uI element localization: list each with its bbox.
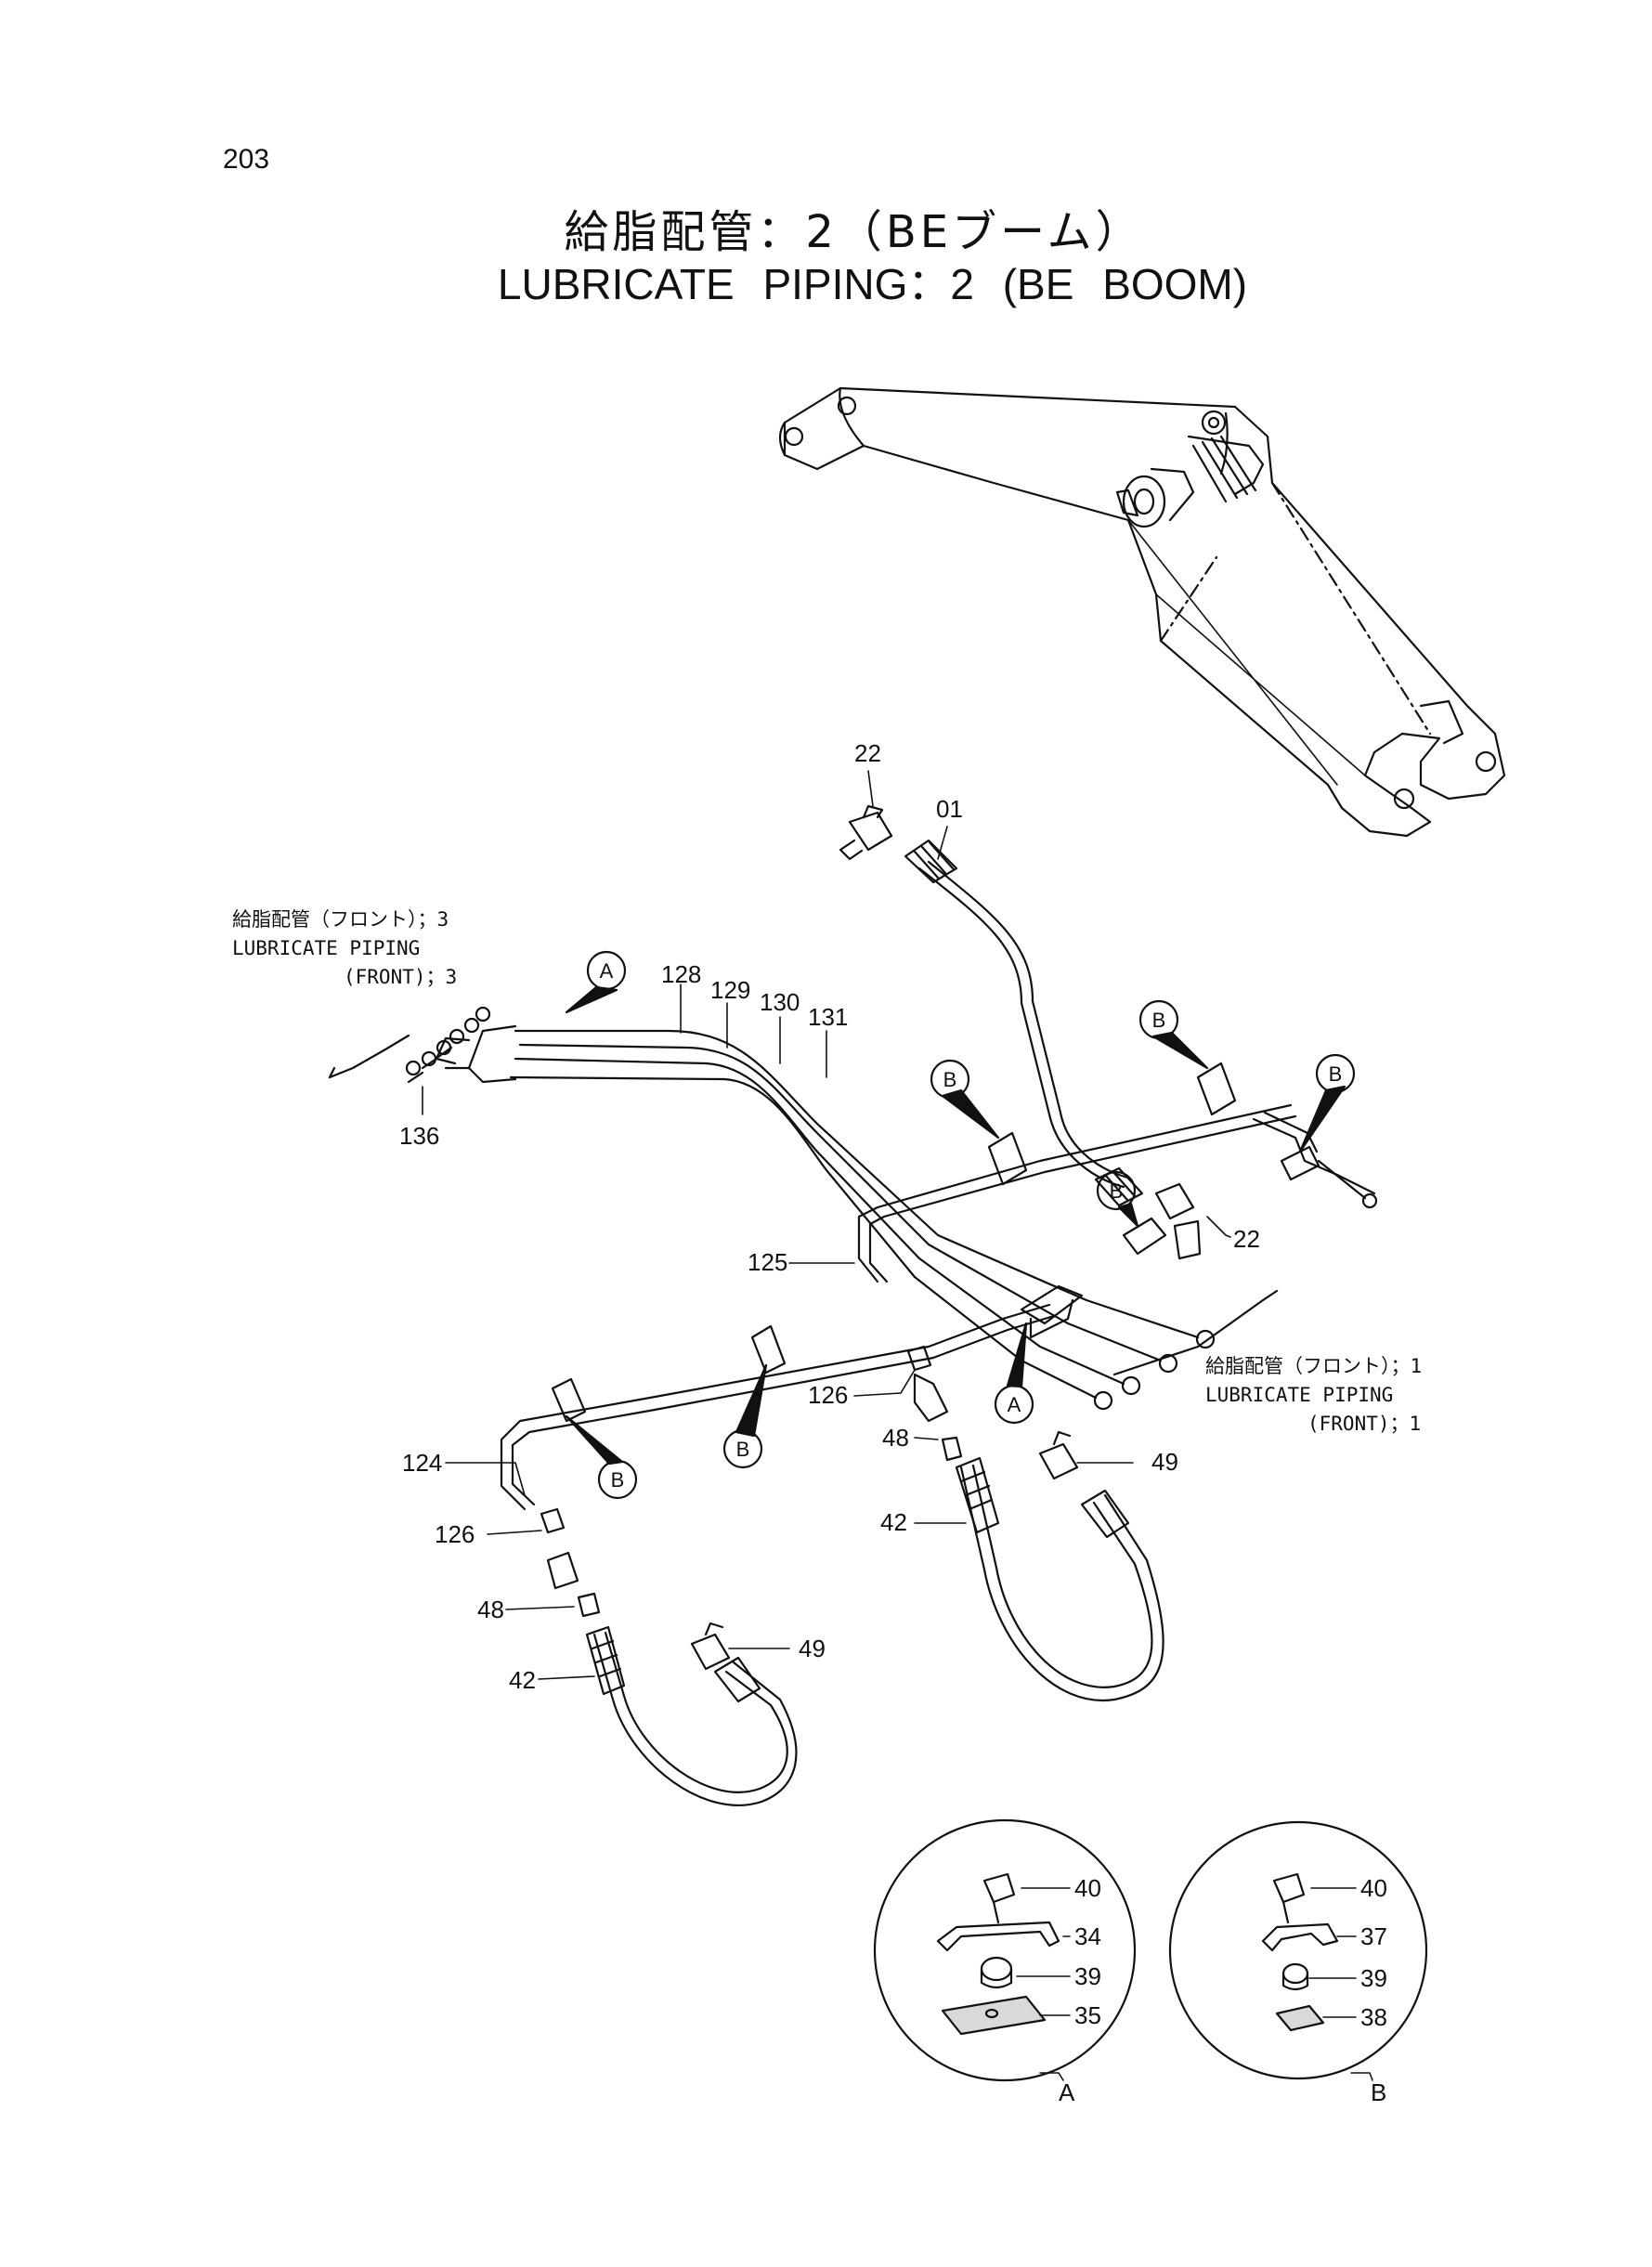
callout-49-right: 49	[1151, 1448, 1178, 1476]
marker-b-upper-right-label: B	[1152, 1009, 1166, 1032]
hose-42-left	[585, 1625, 798, 1806]
clamp-b-upper-mid	[987, 1131, 1028, 1186]
elbow-49-right	[1038, 1430, 1079, 1480]
callout-22-top: 22	[854, 739, 881, 767]
callout-42-right: 42	[880, 1508, 907, 1536]
marker-b-lower-mid	[722, 1363, 768, 1469]
callout-39-detail-a: 39	[1074, 1962, 1101, 1990]
ref-note-front-3-en2: (FRONT)；3	[344, 966, 458, 988]
ref-note-front-3-jp: 給脂配管（フロント）；3	[232, 908, 449, 931]
clamp-b-far-right	[1280, 1145, 1378, 1209]
ref-note-front-1-en1: LUBRICATE PIPING	[1205, 1384, 1394, 1406]
elbow-49-left	[690, 1622, 731, 1671]
callout-39-detail-b: 39	[1360, 1964, 1387, 1992]
elbow-22-right	[1154, 1182, 1202, 1260]
detail-label-b: B	[1371, 2078, 1386, 2106]
marker-a-bottom	[994, 1322, 1034, 1425]
callout-136: 136	[399, 1122, 439, 1150]
elbow-22-top	[839, 804, 893, 861]
marker-b-mid-right	[1096, 1170, 1139, 1228]
pipe-125	[857, 1103, 1376, 1283]
callout-124: 124	[402, 1449, 442, 1477]
fittings-126-48-right	[906, 1345, 963, 1462]
callout-42-left: 42	[509, 1666, 536, 1694]
detail-b	[1168, 1820, 1428, 2081]
callout-126-left: 126	[435, 1520, 475, 1548]
marker-b-mid-right-label: B	[1110, 1179, 1124, 1203]
leader-lines	[422, 770, 1231, 1680]
detail-a	[873, 1818, 1137, 2082]
fittings-126-48-left	[540, 1507, 601, 1618]
callout-34: 34	[1074, 1922, 1101, 1950]
callout-48-left: 48	[477, 1596, 504, 1623]
callout-38: 38	[1360, 2003, 1387, 2031]
clamp-a-lower	[1020, 1284, 1084, 1339]
title-english: LUBRICATE PIPING：2 (BE BOOM)	[497, 260, 1248, 308]
clamp-b-pipe-124-left	[551, 1377, 587, 1423]
bracket-front-3	[328, 1034, 410, 1079]
clamp-b-upper-right	[1196, 1062, 1237, 1116]
clamp-b-mid-right	[1122, 1217, 1167, 1256]
callout-128: 128	[661, 960, 701, 988]
marker-b-upper-right	[1138, 999, 1209, 1070]
marker-b-upper-mid-label: B	[943, 1068, 957, 1091]
marker-b-lower-left	[565, 1414, 638, 1500]
marker-b-lower-mid-label: B	[736, 1438, 750, 1461]
marker-b-far-right-label: B	[1329, 1062, 1343, 1086]
callout-35: 35	[1074, 2001, 1101, 2029]
callout-126-right: 126	[808, 1381, 848, 1409]
hose-01	[904, 839, 1144, 1207]
marker-b-far-right	[1298, 1053, 1356, 1153]
boom-illustration	[778, 386, 1506, 838]
callout-48-right: 48	[882, 1424, 909, 1452]
pipe-124	[500, 1303, 1056, 1511]
bracket-front-1	[1112, 1289, 1279, 1376]
callout-129: 129	[710, 976, 750, 1004]
callout-131: 131	[808, 1003, 848, 1031]
marker-a-top	[565, 950, 627, 1014]
ref-note-front-3-en1: LUBRICATE PIPING	[232, 937, 421, 959]
callout-125: 125	[748, 1248, 787, 1276]
page-number: 203	[223, 144, 270, 175]
ref-note-front-1-en2: (FRONT)；1	[1307, 1413, 1422, 1435]
marker-b-upper-mid	[930, 1059, 1000, 1140]
callout-22-right: 22	[1233, 1225, 1260, 1253]
callout-49-left: 49	[799, 1635, 826, 1662]
marker-a-top-label: A	[600, 959, 614, 983]
callout-40-detail-b: 40	[1360, 1874, 1387, 1902]
pipes-128-131	[435, 1024, 1216, 1411]
title-japanese: 給脂配管：2（BEブーム）	[564, 206, 1144, 258]
callout-130: 130	[760, 988, 800, 1016]
fittings-136	[405, 1006, 491, 1084]
callout-37: 37	[1360, 1922, 1387, 1950]
marker-b-lower-left-label: B	[611, 1468, 625, 1492]
ref-note-front-1-jp: 給脂配管（フロント）；1	[1205, 1355, 1423, 1377]
detail-label-a: A	[1059, 2078, 1075, 2106]
marker-a-bottom-label: A	[1008, 1393, 1021, 1416]
callout-01: 01	[936, 795, 963, 823]
hose-42-right	[955, 1456, 1164, 1702]
callout-40-detail-a: 40	[1074, 1874, 1101, 1902]
clamp-b-pipe-124-mid	[750, 1324, 787, 1375]
